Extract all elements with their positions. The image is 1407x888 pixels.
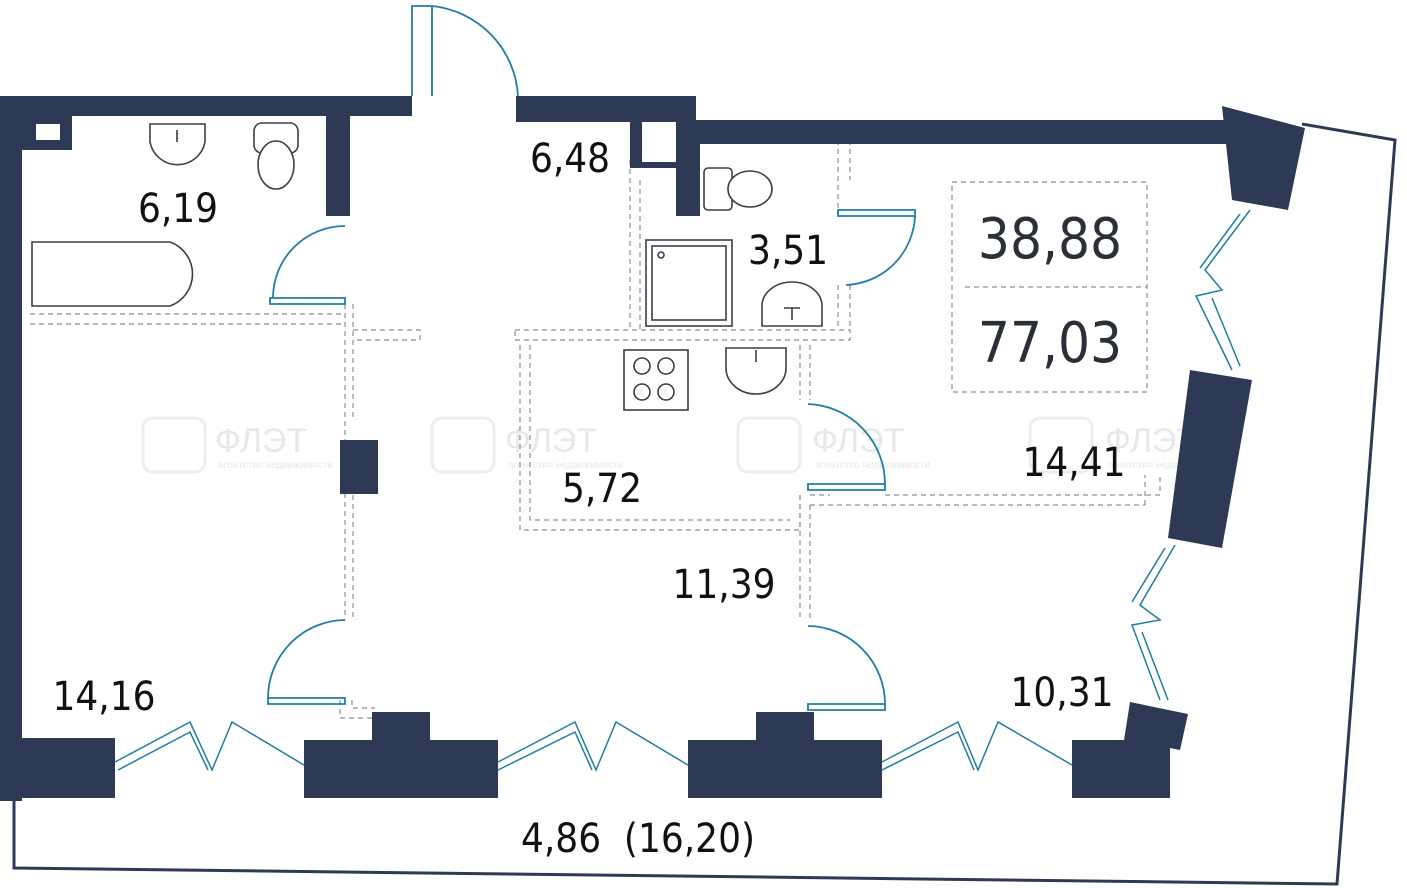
watermark-tagline: агентство недвижимости (1108, 460, 1223, 471)
windows (114, 209, 1251, 772)
watermark-tagline: агентство недвижимости (508, 460, 623, 471)
watermark-1: ФЛЭТ агентство недвижимости (141, 416, 333, 474)
fixtures (31, 122, 823, 411)
shower-tray-icon (645, 239, 733, 327)
doors (267, 5, 916, 711)
kitchen-sink-icon (725, 347, 787, 395)
watermark-tagline: агентство недвижимости (218, 460, 333, 471)
room-labels: 6,19 6,48 3,51 5,72 11,39 14,41 14,16 10… (53, 136, 1126, 862)
watermark-group: ФЛЭТ агентство недвижимости ФЛЭТ агентст… (141, 416, 1223, 474)
room-area-bathroom: 6,19 (138, 186, 218, 232)
balcony-outline (12, 122, 1397, 886)
room-area-east: 14,41 (1023, 440, 1126, 486)
sink-icon (149, 123, 206, 166)
total-area-value: 77,03 (978, 311, 1122, 376)
watermark-brand: ФЛЭТ (812, 422, 904, 460)
room-area-west: 14,16 (53, 674, 156, 720)
living-area-value: 38,88 (978, 207, 1122, 272)
watermark-tagline: агентство недвижимости (815, 460, 930, 471)
stove-icon (623, 349, 689, 411)
room-area-south: 10,31 (1011, 670, 1114, 716)
area-summary: 38,88 77,03 (978, 207, 1122, 376)
toilet-icon (253, 122, 299, 190)
bathtub-icon (31, 241, 194, 307)
room-area-kitchen: 5,72 (562, 466, 642, 512)
room-area-wc: 3,51 (748, 228, 828, 274)
toilet-icon (703, 167, 773, 211)
watermark-brand: ФЛЭТ (215, 422, 307, 460)
sink-icon (761, 281, 823, 327)
watermark-3: ФЛЭТ агентство недвижимости (736, 416, 930, 474)
watermark-2: ФЛЭТ агентство недвижимости (430, 416, 623, 474)
balcony-area: 4,86 (16,20) (521, 816, 755, 862)
walls (0, 96, 1305, 801)
room-area-hall: 6,48 (530, 136, 610, 182)
partition-lines (30, 140, 1161, 719)
room-area-corridor: 11,39 (673, 562, 776, 608)
watermark-brand: ФЛЭТ (505, 422, 597, 460)
